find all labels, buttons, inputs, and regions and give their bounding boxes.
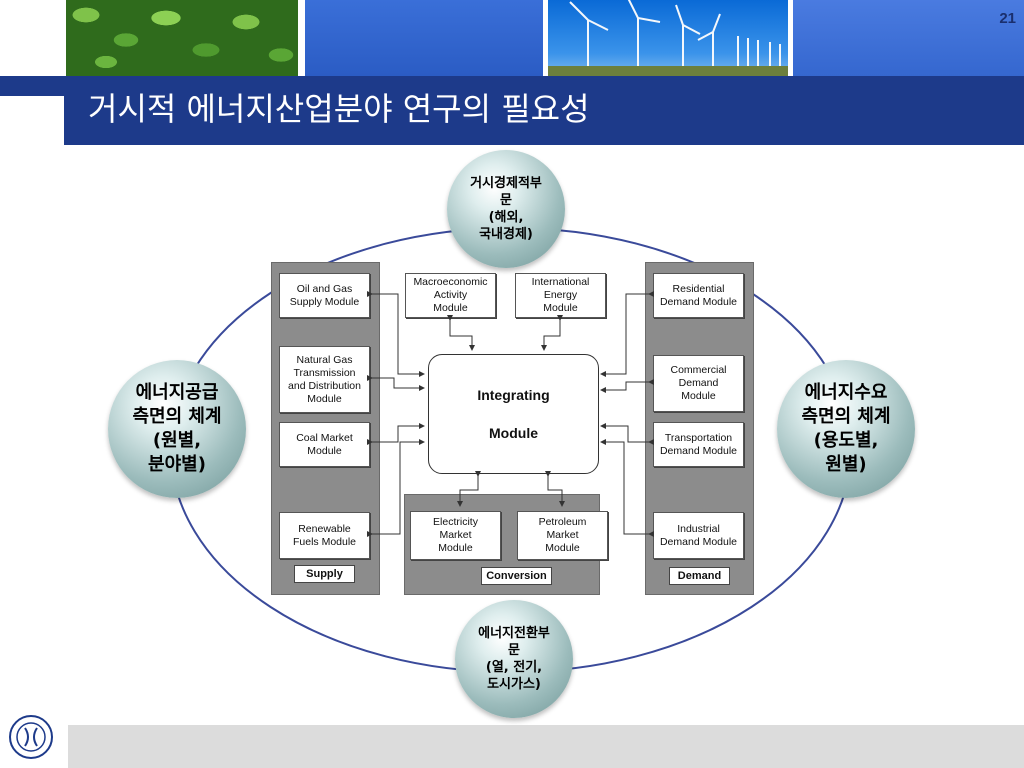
- header-wind-turbine-photo: [548, 0, 788, 76]
- title-bar-notch: [0, 76, 64, 96]
- slide-title: 거시적 에너지산업분야 연구의 필요성: [88, 90, 590, 128]
- industrial-demand-module: Industrial Demand Module: [653, 512, 744, 559]
- electricity-market-module: Electricity Market Module: [410, 511, 501, 560]
- macroeconomic-sector-sphere: 거시경제적부 문 (해외, 국내경제): [447, 150, 565, 268]
- oil-gas-supply-module: Oil and Gas Supply Module: [279, 273, 370, 318]
- integrating-module: Integrating Module: [428, 354, 599, 474]
- footer-bar: [68, 725, 1024, 768]
- header-ground: [548, 66, 788, 76]
- energy-supply-sphere: 에너지공급 측면의 체계 (원별, 분야별): [108, 360, 246, 498]
- demand-label: Demand: [669, 567, 730, 585]
- commercial-demand-module: Commercial Demand Module: [653, 355, 744, 412]
- energy-conversion-sphere: 에너지전환부 문 (열, 전기, 도시가스): [455, 600, 573, 718]
- header-blue-panel-right: [793, 0, 1024, 76]
- title-bar-white-corner: [0, 96, 64, 145]
- supply-label: Supply: [294, 565, 355, 583]
- natural-gas-module: Natural Gas Transmission and Distributio…: [279, 346, 370, 413]
- header-leaves-photo: [66, 0, 298, 76]
- energy-demand-sphere: 에너지수요 측면의 체계 (용도별, 원별): [777, 360, 915, 498]
- renewable-fuels-module: Renewable Fuels Module: [279, 512, 370, 559]
- header-blue-panel: [305, 0, 543, 76]
- title-bar: [0, 76, 1024, 145]
- integrating-module-label: Module: [489, 425, 538, 441]
- transportation-demand-module: Transportation Demand Module: [653, 422, 744, 467]
- coal-market-module: Coal Market Module: [279, 422, 370, 467]
- integrating-label: Integrating: [477, 387, 550, 403]
- page-number: 21: [999, 10, 1016, 27]
- conversion-label: Conversion: [481, 567, 552, 585]
- university-seal-icon: [9, 715, 53, 759]
